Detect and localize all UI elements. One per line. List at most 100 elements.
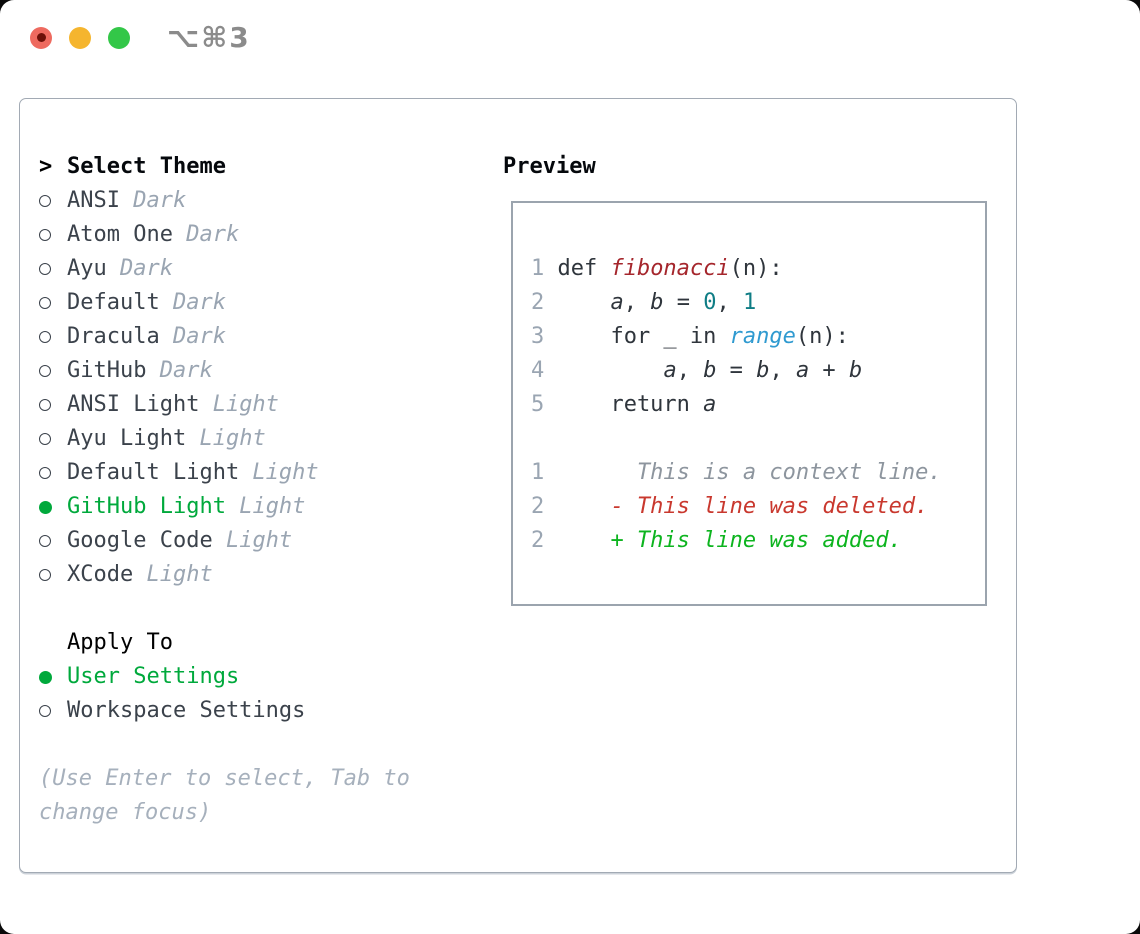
theme-name: Default	[67, 290, 160, 315]
theme-name: Default Light	[67, 460, 240, 485]
theme-option-default-light[interactable]: Default Light Light	[39, 456, 489, 490]
code-token-plain	[557, 290, 610, 315]
code-token-plain	[557, 358, 663, 383]
traffic-lights	[30, 26, 130, 49]
theme-name: GitHub	[67, 358, 147, 383]
theme-option-ansi-light[interactable]: ANSI Light Light	[39, 388, 489, 422]
line-number: 2	[531, 527, 545, 553]
code-line: 3 for _ in range(n):	[531, 319, 985, 353]
code-token-ctx: This is a context line.	[557, 459, 942, 485]
line-number: 3	[531, 323, 545, 349]
code-token-plain: for _ in	[557, 323, 730, 349]
theme-variant-label: Light	[199, 392, 279, 417]
code-line: 2 + This line was added.	[531, 523, 985, 557]
radio-unselected-icon	[39, 569, 51, 581]
radio-unselected-icon	[39, 535, 51, 547]
radio-unselected-icon	[39, 467, 51, 479]
theme-variant-label: Light	[225, 494, 306, 519]
radio-unselected-icon	[39, 705, 51, 717]
theme-name: ANSI Light	[67, 392, 200, 417]
theme-name: Dracula	[67, 324, 160, 349]
radio-selected-icon	[39, 670, 52, 684]
apply-option-workspace-settings[interactable]: Workspace Settings	[39, 694, 489, 728]
code-line	[531, 421, 985, 455]
apply-to-title: Apply To	[67, 630, 173, 655]
radio-unselected-icon	[39, 263, 51, 275]
theme-name: ANSI	[67, 188, 120, 213]
code-token-add: + This line was added.	[557, 527, 902, 553]
theme-variant-label: Dark	[159, 324, 226, 349]
radio-unselected-icon	[39, 365, 51, 377]
code-token-plain: ,	[769, 357, 796, 383]
help-text-line-2: change focus)	[39, 800, 212, 825]
theme-option-ansi[interactable]: ANSI Dark	[39, 184, 489, 218]
radio-unselected-icon	[39, 433, 51, 445]
theme-variant-label: Light	[133, 562, 213, 587]
radio-unselected-icon	[39, 229, 51, 241]
line-number: 2	[531, 493, 545, 519]
code-line: 4 a, b = b, a + b	[531, 353, 985, 387]
radio-selected-icon	[39, 500, 52, 514]
code-token-var: b	[703, 357, 717, 383]
theme-name: Atom One	[67, 222, 173, 247]
select-theme-title: Select Theme	[67, 154, 226, 179]
theme-variant-label: Dark	[172, 222, 240, 247]
code-token-num: 1	[742, 289, 757, 315]
theme-option-dracula[interactable]: Dracula Dark	[39, 320, 489, 354]
theme-option-github-light[interactable]: GitHub Light Light	[39, 490, 489, 524]
theme-variant-label: Dark	[146, 358, 213, 383]
theme-variant-label: Light	[239, 460, 319, 485]
titlebar: ⌥⌘3	[0, 0, 1140, 75]
theme-option-atom-one[interactable]: Atom One Dark	[39, 218, 489, 252]
window-title: ⌥⌘3	[167, 21, 251, 54]
code-line: 2 a, b = 0, 1	[531, 285, 985, 319]
code-token-plain: def	[557, 255, 611, 281]
theme-variant-label: Dark	[119, 188, 187, 213]
radio-unselected-icon	[39, 331, 51, 343]
code-token-var: b	[848, 357, 863, 383]
code-token-plain: (n):	[729, 255, 783, 281]
code-token-builtin: range	[729, 323, 796, 349]
code-token-func: fibonacci	[610, 255, 730, 281]
code-line: 5 return a	[531, 387, 985, 421]
theme-name: XCode	[67, 562, 134, 587]
theme-option-default[interactable]: Default Dark	[39, 286, 489, 320]
close-button[interactable]	[30, 26, 52, 49]
code-token-var: b	[756, 357, 770, 383]
theme-option-github[interactable]: GitHub Dark	[39, 354, 489, 388]
theme-variant-label: Dark	[159, 290, 226, 315]
theme-option-google-code[interactable]: Google Code Light	[39, 524, 489, 558]
theme-name: Google Code	[67, 528, 213, 553]
theme-option-xcode[interactable]: XCode Light	[39, 558, 489, 592]
theme-variant-label: Light	[186, 426, 266, 451]
preview-title: Preview	[503, 154, 596, 179]
zoom-button[interactable]	[108, 26, 130, 49]
code-token-plain: (n):	[795, 323, 849, 349]
theme-name: Ayu Light	[67, 426, 187, 451]
theme-variant-label: Light	[212, 528, 293, 553]
minimize-button[interactable]	[69, 26, 91, 49]
theme-variant-label: Dark	[106, 256, 173, 281]
radio-unselected-icon	[39, 297, 51, 309]
line-number: 4	[531, 357, 545, 383]
code-token-plain: =	[663, 289, 704, 315]
code-line: 2 - This line was deleted.	[531, 489, 985, 523]
code-token-var: a	[663, 357, 677, 383]
radio-unselected-icon	[39, 399, 51, 411]
theme-name: Ayu	[67, 256, 107, 281]
line-number: 2	[531, 289, 545, 315]
theme-option-ayu-light[interactable]: Ayu Light Light	[39, 422, 489, 456]
code-token-plain: +	[809, 357, 849, 383]
apply-to-header: Apply To	[39, 626, 489, 660]
code-token-plain: =	[716, 357, 757, 383]
code-token-var: a	[610, 289, 624, 315]
theme-option-ayu[interactable]: Ayu Dark	[39, 252, 489, 286]
apply-option-user-settings[interactable]: User Settings	[39, 660, 489, 694]
help-text-line-1: (Use Enter to select, Tab to	[39, 766, 410, 791]
